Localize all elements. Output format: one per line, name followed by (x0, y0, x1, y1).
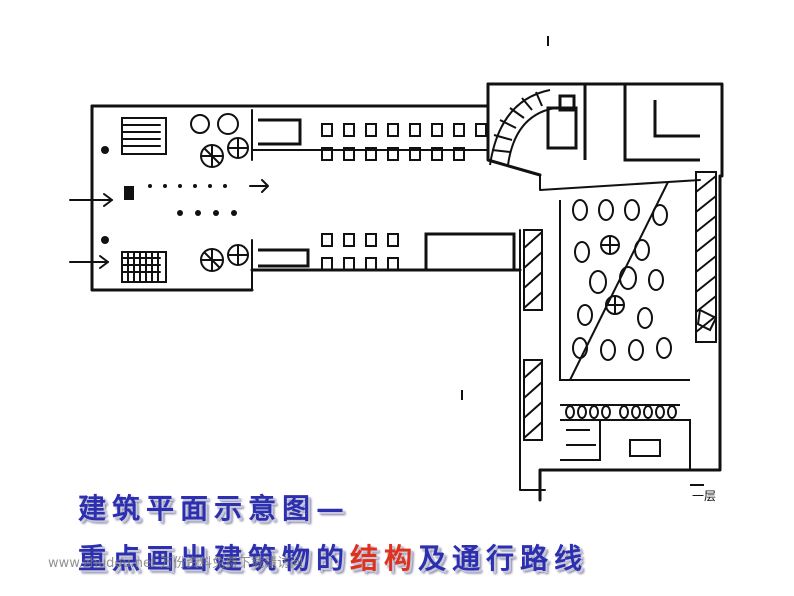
caption-line-1: 建筑平面示意图— (78, 492, 351, 525)
plan-floor-label: 一层 (692, 489, 716, 503)
caption-line-2-end: 及通行路线 (418, 542, 589, 575)
right-block-top-wall (486, 82, 724, 178)
watermark-text: www.zhudou.net 万份资料免费下载请访问 (48, 556, 304, 571)
right-block-wall (538, 174, 722, 502)
left-wing-wall (90, 104, 254, 292)
caption-line-2: 重点画出建筑物的结构及通行路线 (78, 537, 588, 577)
caption-line-2-start: 重点画出建筑物的 (78, 542, 351, 575)
caption-highlight-structure: 结构 (350, 542, 419, 575)
